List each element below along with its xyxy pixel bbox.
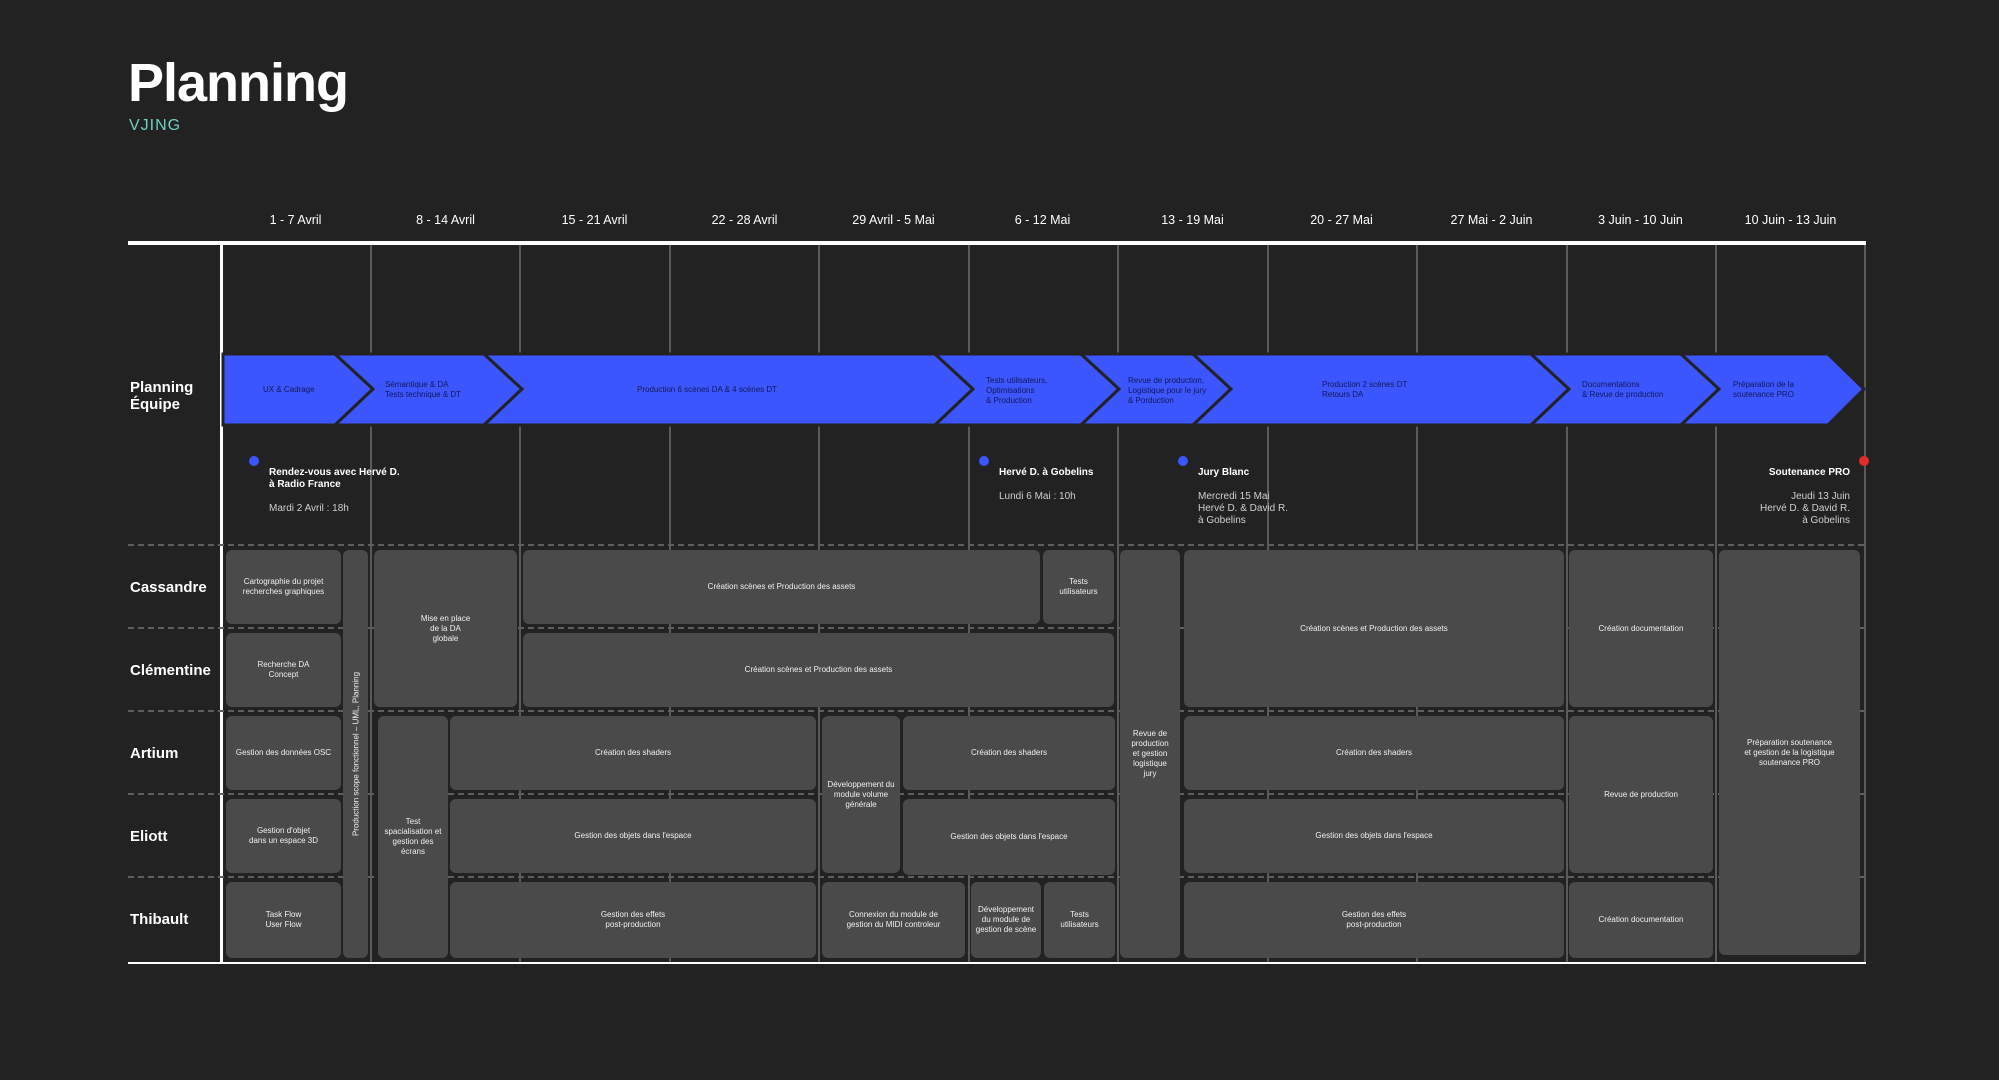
row-label-clementine: Clémentine <box>130 662 211 679</box>
week-divider <box>1715 245 1717 962</box>
row-label-planning: Planning Équipe <box>130 379 194 413</box>
milestone-soutenance: Soutenance PRO Jeudi 13 Juin Hervé D. & … <box>1760 455 1850 539</box>
page-title: Planning <box>128 53 349 113</box>
task-block: Création scènes et Production des assets <box>1184 550 1564 707</box>
week-label: 20 - 27 Mai <box>1310 213 1373 227</box>
task-block: Revue de production et gestion logistiqu… <box>1120 550 1180 958</box>
task-block: Gestion des objets dans l'espace <box>1184 799 1564 873</box>
week-label: 22 - 28 Avril <box>711 213 778 227</box>
task-vertical-label: Production scope fonctionnel – UML, Plan… <box>351 671 360 837</box>
task-block: Connexion du module de gestion du MIDI c… <box>822 882 965 958</box>
week-label: 15 - 21 Avril <box>561 213 628 227</box>
row-divider <box>128 876 1864 878</box>
header-rule <box>128 241 1866 245</box>
task-block: Gestion des données OSC <box>226 716 341 790</box>
phase-label: Revue de production, Logistique pour le … <box>1128 376 1207 405</box>
week-label: 1 - 7 Avril <box>269 213 322 227</box>
phase-label: Documentations & Revue de production <box>1582 380 1664 399</box>
task-block: Création des shaders <box>1184 716 1564 790</box>
phase-chevron <box>1677 352 1867 427</box>
task-block: Gestion des objets dans l'espace <box>903 799 1115 875</box>
milestone-title: Rendez-vous avec Hervé D. à Radio France <box>269 467 400 490</box>
task-block: Mise en place de la DA globale <box>374 550 517 707</box>
task-block: Revue de production <box>1569 716 1713 873</box>
task-block: Gestion d'objet dans un espace 3D <box>226 799 341 873</box>
task-block: Task Flow User Flow <box>226 882 341 958</box>
phase-label: Tests utilisateurs, Optimisations & Prod… <box>986 376 1048 405</box>
task-block: Création des shaders <box>450 716 816 790</box>
task-block: Développement du module de gestion de sc… <box>971 882 1041 958</box>
week-label: 3 Juin - 10 Juin <box>1598 213 1683 227</box>
page-subtitle: VJING <box>129 117 182 134</box>
task-block: Création scènes et Production des assets <box>523 633 1114 707</box>
task-block: Création des shaders <box>903 716 1115 790</box>
milestone-desc: Mardi 2 Avril : 18h <box>269 503 349 514</box>
milestone-dot <box>249 456 259 466</box>
week-divider <box>519 245 521 962</box>
row-divider <box>128 627 1864 629</box>
task-block: Recherche DA Concept <box>226 633 341 707</box>
task-block: Gestion des effets post-production <box>1184 882 1564 958</box>
row-divider <box>128 793 1864 795</box>
week-divider <box>370 245 372 962</box>
week-label: 29 Avril - 5 Mai <box>852 213 935 227</box>
task-block: Tests utilisateurs <box>1043 550 1114 624</box>
phase-label: Production 2 scènes DT Retours DA <box>1322 380 1408 399</box>
milestone-title: Hervé D. à Gobelins <box>999 467 1094 478</box>
milestone-title: Soutenance PRO <box>1768 467 1850 478</box>
row-divider <box>128 710 1864 712</box>
milestone-desc: Lundi 6 Mai : 10h <box>999 491 1076 502</box>
milestone-desc: Mercredi 15 Mai Hervé D. & David R. à Go… <box>1198 491 1289 526</box>
week-label: 10 Juin - 13 Juin <box>1744 213 1837 227</box>
task-block: Cartographie du projet recherches graphi… <box>226 550 341 624</box>
milestone-title: Jury Blanc <box>1198 467 1250 478</box>
week-divider <box>1117 245 1119 962</box>
task-block: Gestion des effets post-production <box>450 882 816 958</box>
milestone-desc: Jeudi 13 Juin Hervé D. & David R. à Gobe… <box>1759 491 1850 526</box>
week-label: 27 Mai - 2 Juin <box>1450 213 1533 227</box>
week-divider <box>1864 245 1866 962</box>
week-divider <box>1566 245 1568 962</box>
phase-label: Préparation de la soutenance PRO <box>1733 380 1794 399</box>
task-block: Préparation soutenance et gestion de la … <box>1719 550 1860 955</box>
milestone-radio-france: Rendez-vous avec Hervé D. à Radio France… <box>269 455 400 527</box>
task-block: Test spacialisation et gestion des écran… <box>378 716 448 958</box>
task-block: Tests utilisateurs <box>1044 882 1115 958</box>
label-column-divider <box>220 245 223 963</box>
milestone-jury-blanc: Jury Blanc Mercredi 15 Mai Hervé D. & Da… <box>1198 455 1288 539</box>
task-block: Création scènes et Production des assets <box>523 550 1040 624</box>
phase-label: UX & Cadrage <box>263 385 315 394</box>
week-label: 8 - 14 Avril <box>416 213 475 227</box>
phase-label: Sémantique & DA Tests technique & DT <box>385 380 462 399</box>
row-label-thibault: Thibault <box>130 911 189 928</box>
task-block-vertical: Production scope fonctionnel – UML, Plan… <box>343 550 368 958</box>
milestone-gobelins: Hervé D. à Gobelins Lundi 6 Mai : 10h <box>999 455 1093 515</box>
week-label: 13 - 19 Mai <box>1161 213 1224 227</box>
bottom-rule <box>128 962 1866 964</box>
row-label-eliott: Eliott <box>130 828 168 845</box>
task-block: Gestion des objets dans l'espace <box>450 799 816 873</box>
milestone-dot <box>979 456 989 466</box>
row-divider <box>128 544 1864 546</box>
milestone-dot <box>1859 456 1869 466</box>
row-label-cassandre: Cassandre <box>130 579 207 596</box>
task-block: Création documentation <box>1569 550 1713 707</box>
task-block: Développement du module volume générale <box>822 716 900 873</box>
week-label: 6 - 12 Mai <box>1014 213 1071 227</box>
milestone-dot <box>1178 456 1188 466</box>
phase-label: Production 6 scènes DA & 4 scènes DT <box>637 385 778 394</box>
task-block: Création documentation <box>1569 882 1713 958</box>
row-label-artium: Artium <box>130 745 179 762</box>
